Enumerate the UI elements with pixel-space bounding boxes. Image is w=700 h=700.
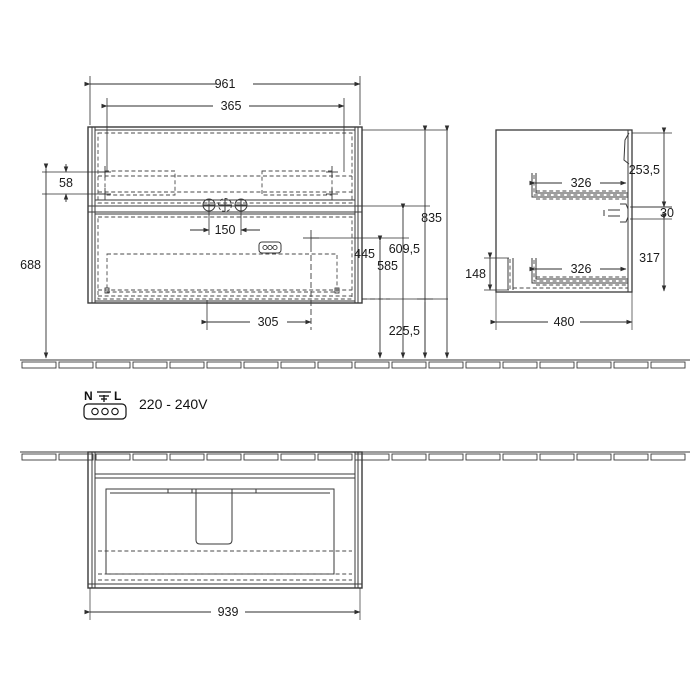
dim-upper-height-253-5: 253,5: [629, 127, 672, 208]
bottom-view: 939: [84, 451, 363, 620]
front-cabinet-outline: [87, 126, 363, 304]
dim-label-326-upper: 326: [571, 176, 592, 190]
side-plinth-hidden: [509, 259, 628, 289]
dim-overall-width-961: 961: [84, 76, 361, 125]
front-waste-crosshair: [303, 230, 319, 330]
dim-floor-height-688: 688: [20, 163, 49, 359]
front-tap-holes: [202, 198, 248, 212]
dim-label-609-5: 609,5: [389, 242, 420, 256]
bottom-basin-body: [105, 488, 335, 575]
dim-label-150: 150: [215, 223, 236, 237]
dim-label-58: 58: [59, 176, 73, 190]
dim-label-253-5: 253,5: [629, 163, 660, 177]
electrical-spec-group: N L 220 - 240V: [83, 389, 208, 420]
dim-gap-30: 30: [630, 206, 674, 220]
front-upper-drawer-hidden: [97, 132, 353, 204]
dim-bottom-width-939: 939: [84, 588, 361, 620]
front-cabinet-side-panels: [91, 127, 359, 303]
floor-hatch-blocks-lower: [21, 453, 686, 461]
bottom-basin-divider: [167, 489, 257, 545]
dim-height-445: 445: [354, 235, 383, 359]
dim-label-445: 445: [354, 247, 375, 261]
floor-hatch-blocks-upper: [21, 361, 686, 369]
front-lower-drawer: [94, 213, 356, 302]
bottom-cabinet-outline: [87, 451, 363, 589]
dim-label-688: 688: [20, 258, 41, 272]
floor-hatch-upper: [20, 359, 690, 369]
dim-tap-spacing-150: 150: [190, 212, 260, 237]
dim-label-326-lower: 326: [571, 262, 592, 276]
dim-inner-width-365: 365: [101, 98, 345, 172]
side-cabinet-outline: [495, 129, 633, 293]
socket-outlet-icon: [258, 241, 282, 254]
voltage-label: 220 - 240V: [139, 396, 208, 412]
dim-label-225-5: 225,5: [389, 324, 420, 338]
bottom-hidden-lines: [98, 550, 352, 581]
dim-label-835: 835: [421, 211, 442, 225]
side-mid-bracket: [603, 203, 629, 223]
dim-lower-height-317: 317: [639, 213, 667, 292]
side-plinth: [507, 258, 514, 290]
dim-label-939: 939: [218, 605, 239, 619]
dim-height-225-5: 225,5: [389, 302, 426, 358]
dim-depth-480: 480: [490, 292, 633, 330]
dim-lower-depth-326: 326: [529, 262, 627, 276]
dim-label-365: 365: [221, 99, 242, 113]
dim-label-305: 305: [258, 315, 279, 329]
terminal-l-label: L: [114, 389, 121, 403]
dim-label-480: 480: [554, 315, 575, 329]
front-lower-drawer-stops: [104, 287, 340, 294]
dim-label-148: 148: [465, 267, 486, 281]
terminal-n-label: N: [84, 389, 93, 403]
side-basin-lip: [623, 132, 633, 165]
bottom-cabinet-panels: [88, 452, 362, 588]
dim-lower-offset-305: 305: [201, 300, 312, 330]
earth-ground-icon: [97, 391, 111, 402]
side-section-view: 326 326 253,5 30 317: [465, 127, 674, 330]
three-pin-socket-icon: [83, 403, 127, 420]
dim-label-585: 585: [377, 259, 398, 273]
front-lower-drawer-hidden: [97, 216, 353, 300]
dim-label-961: 961: [215, 77, 236, 91]
dim-upper-depth-326: 326: [529, 176, 627, 190]
side-lower-drawer: [531, 258, 628, 284]
dim-height-585: 585: [377, 203, 406, 359]
dim-label-317: 317: [639, 251, 660, 265]
dim-label-30: 30: [660, 206, 674, 220]
dim-height-835: 835: [421, 125, 450, 359]
dim-top-offset-58: 58: [42, 164, 106, 202]
front-elevation-view: 961 365 58 688 150: [20, 76, 450, 359]
dim-plinth-148: 148: [465, 252, 509, 291]
